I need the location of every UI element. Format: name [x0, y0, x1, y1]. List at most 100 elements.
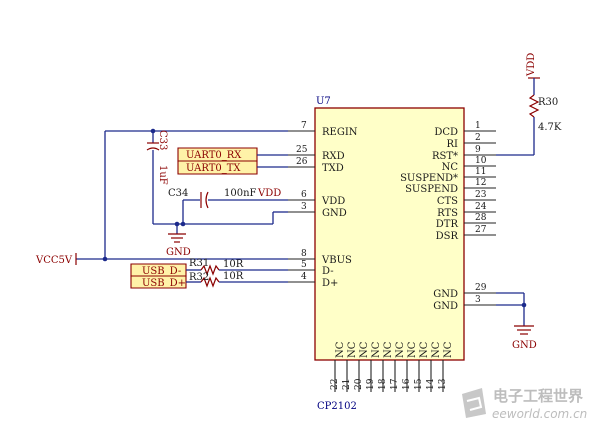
capacitor-c34: C34 100nF	[168, 188, 257, 209]
svg-text:18: 18	[378, 378, 388, 390]
right-pin-gnd-3: 3 GND	[433, 295, 496, 312]
r32-ref: R32	[189, 272, 209, 283]
svg-text:15: 15	[414, 378, 424, 390]
gnd-net-left	[152, 150, 288, 234]
svg-text:29: 29	[475, 283, 487, 293]
svg-text:14: 14	[426, 378, 436, 390]
svg-text:16: 16	[402, 378, 412, 390]
svg-text:UART0_TX: UART0_TX	[186, 163, 241, 174]
svg-text:NC: NC	[359, 341, 370, 358]
bottom-pin-19: NC 19	[366, 341, 382, 392]
svg-text:26: 26	[296, 157, 308, 167]
uart-rx-port: UART0_RX	[177, 147, 288, 162]
bottom-pin-14: NC 14	[426, 341, 442, 392]
chip-body	[314, 107, 465, 361]
r30-value: 4.7K	[538, 122, 562, 133]
svg-text:GND: GND	[433, 301, 458, 312]
right-pin-rts: 24 RTS	[437, 202, 496, 219]
right-pin-dtr: 28 DTR	[436, 213, 496, 230]
c34-ref: C34	[168, 188, 188, 199]
svg-text:D-: D-	[322, 266, 334, 277]
svg-text:VDD: VDD	[321, 196, 345, 207]
svg-text:NC: NC	[395, 341, 406, 358]
svg-text:NC: NC	[407, 341, 418, 358]
uart-tx-port: UART0_TX	[177, 160, 288, 175]
left-pin-dplus: 4 D+	[288, 272, 338, 289]
svg-text:RST*: RST*	[432, 151, 458, 162]
right-pin-cts: 23 CTS	[437, 190, 496, 207]
svg-text:GND: GND	[322, 208, 347, 219]
svg-text:1: 1	[475, 121, 481, 131]
svg-text:RXD: RXD	[322, 151, 345, 162]
r32-value: 10R	[223, 271, 244, 282]
gnd-symbol-right: GND	[512, 325, 537, 351]
svg-text:GND: GND	[512, 340, 537, 351]
svg-text:SUSPEND: SUSPEND	[405, 184, 458, 195]
right-pin-ri: 2 RI	[447, 133, 496, 150]
left-pin-vbus: 8 VBUS	[288, 249, 352, 266]
resistor-r30: R30 4.7K	[496, 77, 562, 156]
svg-text:REGIN: REGIN	[322, 127, 358, 138]
c33-value: 1uF	[157, 165, 168, 185]
gnd-net-right	[496, 292, 527, 326]
svg-text:4: 4	[301, 272, 307, 282]
resistor-r32: R32 10R	[186, 271, 288, 288]
svg-text:8: 8	[301, 249, 307, 259]
bottom-pin-17: NC 17	[390, 341, 406, 392]
bottom-pin-18: NC 18	[378, 341, 394, 392]
svg-text:NC: NC	[431, 341, 442, 358]
right-pin-gnd-29: 29 GND	[433, 283, 496, 300]
vdd-net-label-c34: VDD	[257, 188, 281, 199]
r31-ref: R31	[189, 258, 209, 269]
usb-dp-port: USB_D+	[130, 275, 187, 289]
vbus-net	[75, 253, 288, 265]
left-pin-txd: 26 TXD	[288, 157, 344, 174]
svg-text:5: 5	[301, 260, 307, 270]
svg-text:DSR: DSR	[436, 231, 459, 242]
svg-text:NC: NC	[335, 341, 346, 358]
svg-text:19: 19	[366, 378, 376, 390]
r30-ref: R30	[538, 97, 558, 108]
svg-text:NC: NC	[442, 162, 459, 173]
svg-text:NC: NC	[419, 341, 430, 358]
right-pin-suspend-n: 11 SUSPEND*	[400, 167, 496, 184]
svg-text:NC: NC	[443, 341, 454, 358]
c33-ref: C33	[157, 130, 168, 150]
svg-text:NC: NC	[383, 341, 394, 358]
svg-text:23: 23	[475, 190, 487, 200]
svg-text:11: 11	[475, 167, 486, 177]
svg-text:SUSPEND*: SUSPEND*	[400, 173, 458, 184]
svg-text:7: 7	[301, 121, 307, 131]
svg-text:21: 21	[342, 379, 352, 390]
chip-ref: U7	[316, 96, 331, 107]
right-pin-rst: 9 RST*	[432, 145, 496, 162]
svg-text:TXD: TXD	[322, 163, 344, 174]
svg-text:20: 20	[354, 378, 364, 390]
svg-text:D+: D+	[322, 278, 338, 289]
svg-text:VBUS: VBUS	[321, 255, 352, 266]
svg-text:CTS: CTS	[437, 196, 458, 207]
left-pin-dminus: 5 D-	[288, 260, 334, 277]
bottom-pin-16: NC 16	[402, 341, 418, 392]
svg-text:28: 28	[475, 213, 487, 223]
svg-text:RTS: RTS	[437, 208, 458, 219]
svg-text:NC: NC	[371, 341, 382, 358]
resistor-r31: R31 10R	[186, 258, 288, 276]
svg-text:3: 3	[301, 202, 307, 212]
capacitor-c33: C33 1uF	[146, 130, 168, 185]
regin-net	[104, 128, 288, 259]
bottom-pin-13: NC 13	[438, 341, 454, 392]
svg-text:GND: GND	[433, 289, 458, 300]
r31-value: 10R	[223, 259, 244, 270]
eeworld-watermark: 电子工程世界 eeworld.com.cn	[462, 387, 587, 421]
right-pin-dcd: 1 DCD	[434, 121, 496, 138]
eeworld-logo-icon	[462, 388, 486, 418]
svg-text:DCD: DCD	[434, 127, 458, 138]
svg-text:NC: NC	[347, 341, 358, 358]
usb-dm-port: USB_D-	[130, 263, 187, 277]
chip-part: CP2102	[317, 401, 357, 412]
bottom-pin-21: NC 21	[342, 341, 358, 392]
svg-text:17: 17	[390, 378, 400, 390]
right-pin-nc: 10 NC	[442, 156, 496, 173]
